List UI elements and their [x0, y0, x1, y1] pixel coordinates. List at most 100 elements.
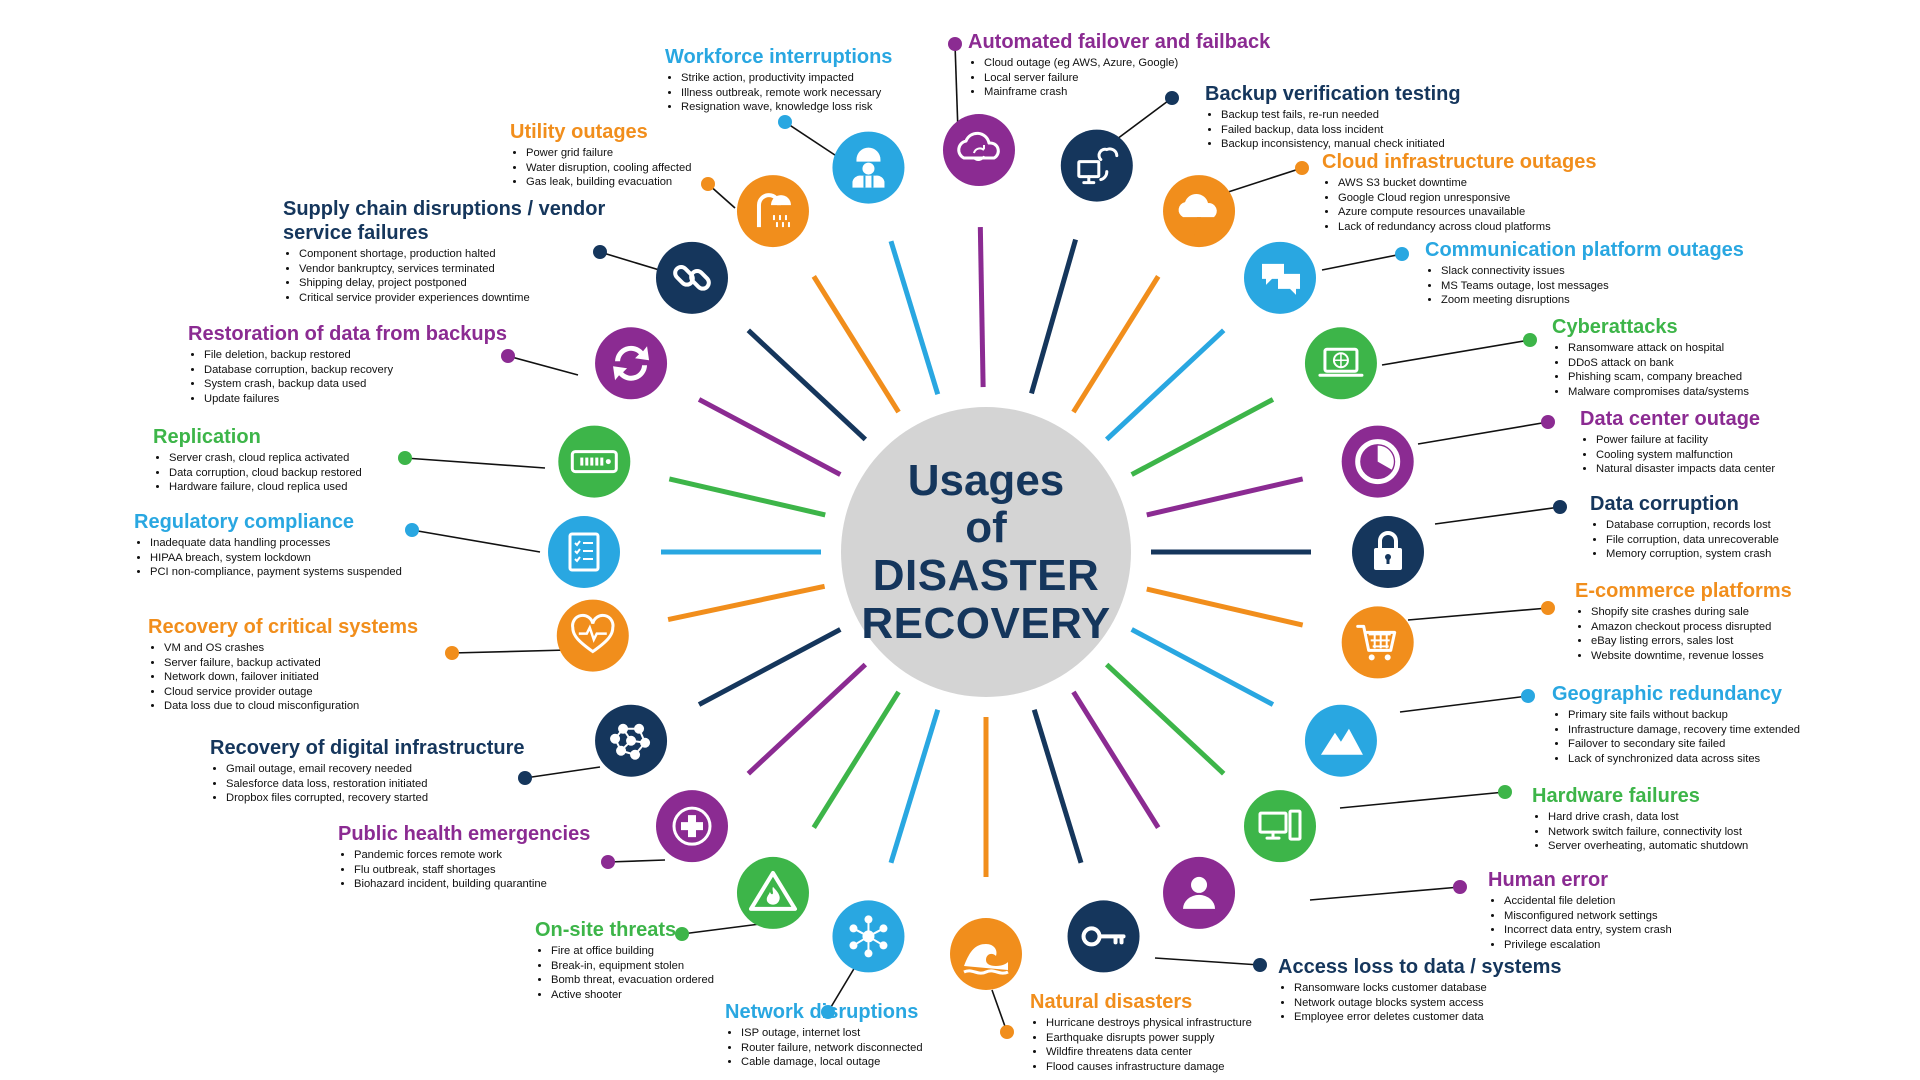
- usage-bullet: Server failure, backup activated: [164, 656, 418, 671]
- usage-title: Public health emergencies: [338, 823, 591, 845]
- usage-bullet: Gmail outage, email recovery needed: [226, 762, 525, 777]
- usage-bullet: Vendor bankruptcy, services terminated: [299, 262, 623, 277]
- spoke: [888, 709, 941, 864]
- spoke: [1071, 275, 1161, 414]
- center-title: Usages of DISASTER RECOVERY: [843, 409, 1129, 695]
- usage-bullet: System crash, backup data used: [204, 377, 507, 392]
- cloud-lightning-icon: [1178, 193, 1217, 237]
- usage-bullet: Water disruption, cooling affected: [526, 161, 691, 176]
- usage-bullet: Server overheating, automatic shutdown: [1548, 839, 1748, 854]
- center-title-line2: of: [965, 503, 1007, 553]
- usage-bullet: Component shortage, production halted: [299, 247, 623, 262]
- usage-bullet: Google Cloud region unresponsive: [1338, 191, 1596, 206]
- usage-bullet: Critical service provider experiences do…: [299, 291, 623, 306]
- usage-bullet: PCI non-compliance, payment systems susp…: [150, 565, 402, 580]
- connector-dot: [445, 646, 459, 660]
- usage-bullets: Power failure at facilityCooling system …: [1580, 433, 1775, 477]
- usage-block: Communication platform outagesSlack conn…: [1425, 238, 1744, 308]
- usage-bullet: File corruption, data unrecoverable: [1606, 533, 1779, 548]
- refresh-arrows-icon: [613, 345, 650, 381]
- usage-bullet: Dropbox files corrupted, recovery starte…: [226, 791, 525, 806]
- usage-bullet: ISP outage, internet lost: [741, 1026, 923, 1041]
- usage-bullets: Hard drive crash, data lostNetwork switc…: [1532, 810, 1748, 854]
- usage-bullet: Network outage blocks system access: [1294, 996, 1561, 1011]
- connector-dot: [948, 37, 962, 51]
- usage-bullet: Lack of redundancy across cloud platform…: [1338, 220, 1596, 235]
- connector-line: [411, 529, 541, 553]
- usage-bullet: Hardware failure, cloud replica used: [169, 480, 362, 495]
- usage-block: ReplicationServer crash, cloud replica a…: [153, 425, 362, 495]
- usage-bullet: Salesforce data loss, restoration initia…: [226, 777, 525, 792]
- usage-title: Recovery of critical systems: [148, 616, 419, 638]
- usage-bullet: Earthquake disrupts power supply: [1046, 1031, 1252, 1046]
- usage-block: Automated failover and failbackCloud out…: [968, 30, 1270, 100]
- usage-block: Public health emergenciesPandemic forces…: [338, 822, 590, 892]
- usage-bullets: Fire at office buildingBreak-in, equipme…: [535, 944, 714, 1002]
- usage-bullet: Phishing scam, company breached: [1568, 370, 1749, 385]
- wave-icon: [963, 944, 1009, 975]
- key-icon: [1081, 926, 1126, 947]
- usage-title: Restoration of data from backups: [188, 323, 507, 345]
- center-title-line3: DISASTER: [872, 551, 1100, 600]
- usage-title: Human error: [1488, 869, 1609, 891]
- usage-bullet: Accidental file deletion: [1504, 894, 1672, 909]
- usage-bullet: Primary site fails without backup: [1568, 708, 1800, 723]
- connector-line: [1309, 886, 1461, 901]
- center-title-line4: RECOVERY: [861, 598, 1111, 648]
- usage-bullet: Database corruption, records lost: [1606, 518, 1779, 533]
- connector-dot: [1000, 1025, 1014, 1039]
- medical-cross-icon: [672, 806, 712, 846]
- icon-circle: [1244, 790, 1317, 863]
- connector-dot: [601, 855, 615, 869]
- usage-bullet: Resignation wave, knowledge loss risk: [681, 100, 892, 115]
- usage-title: Replication: [153, 426, 261, 448]
- usage-bullets: Shopify site crashes during saleAmazon c…: [1575, 605, 1792, 663]
- center-hub: [841, 407, 1131, 697]
- connector-dot: [1521, 689, 1535, 703]
- usage-bullet: Ransomware locks customer database: [1294, 981, 1561, 996]
- connector-dot: [675, 927, 689, 941]
- mountains-icon: [1320, 728, 1363, 755]
- usage-bullet: AWS S3 bucket downtime: [1338, 176, 1596, 191]
- laptop-globe-icon: [1318, 347, 1364, 377]
- usage-bullet: Hard drive crash, data lost: [1548, 810, 1748, 825]
- usage-title: Backup verification testing: [1205, 83, 1461, 105]
- usage-bullets: Hurricane destroys physical infrastructu…: [1030, 1016, 1252, 1074]
- usage-bullet: Strike action, productivity impacted: [681, 71, 892, 86]
- spoke: [668, 476, 826, 518]
- usage-bullets: Component shortage, production haltedVen…: [283, 247, 623, 305]
- usage-title: Access loss to data / systems: [1278, 956, 1562, 978]
- usage-bullets: Database corruption, records lostFile co…: [1590, 518, 1779, 562]
- molecule-network-icon: [610, 723, 651, 760]
- usage-bullet: Active shooter: [551, 988, 714, 1003]
- usage-block: Data center outagePower failure at facil…: [1580, 407, 1775, 477]
- usage-bullet: Bomb threat, evacuation ordered: [551, 973, 714, 988]
- connector-line: [599, 251, 667, 273]
- usage-bullet: Cable damage, local outage: [741, 1055, 923, 1070]
- spoke: [977, 227, 986, 388]
- connector-dot: [593, 245, 607, 259]
- usage-bullet: Cloud service provider outage: [164, 685, 418, 700]
- usage-bullet: Network down, failover initiated: [164, 670, 418, 685]
- usage-bullets: Inadequate data handling processesHIPAA …: [134, 536, 402, 580]
- usage-block: CyberattacksRansomware attack on hospita…: [1552, 315, 1749, 399]
- spoke: [1146, 476, 1304, 518]
- usage-bullet: Amazon checkout process disrupted: [1591, 620, 1792, 635]
- spoke: [746, 662, 868, 776]
- connector-line: [524, 766, 601, 779]
- usage-bullet: Misconfigured network settings: [1504, 909, 1672, 924]
- usage-bullets: AWS S3 bucket downtimeGoogle Cloud regio…: [1322, 176, 1596, 234]
- usage-bullet: Biohazard incident, building quarantine: [354, 877, 590, 892]
- connector-dot: [1541, 415, 1555, 429]
- shower-icon: [756, 193, 791, 228]
- usage-bullets: Server crash, cloud replica activatedDat…: [153, 451, 362, 495]
- spoke: [1031, 709, 1084, 864]
- center-title-line1: Usages: [907, 455, 1065, 505]
- spoke: [888, 240, 941, 395]
- usage-block: E-commerce platformsShopify site crashes…: [1575, 579, 1792, 663]
- usage-bullet: Backup inconsistency, manual check initi…: [1221, 137, 1461, 152]
- usage-bullets: Primary site fails without backupInfrast…: [1552, 708, 1800, 766]
- connector-dot: [1165, 91, 1179, 105]
- spoke: [1146, 586, 1304, 628]
